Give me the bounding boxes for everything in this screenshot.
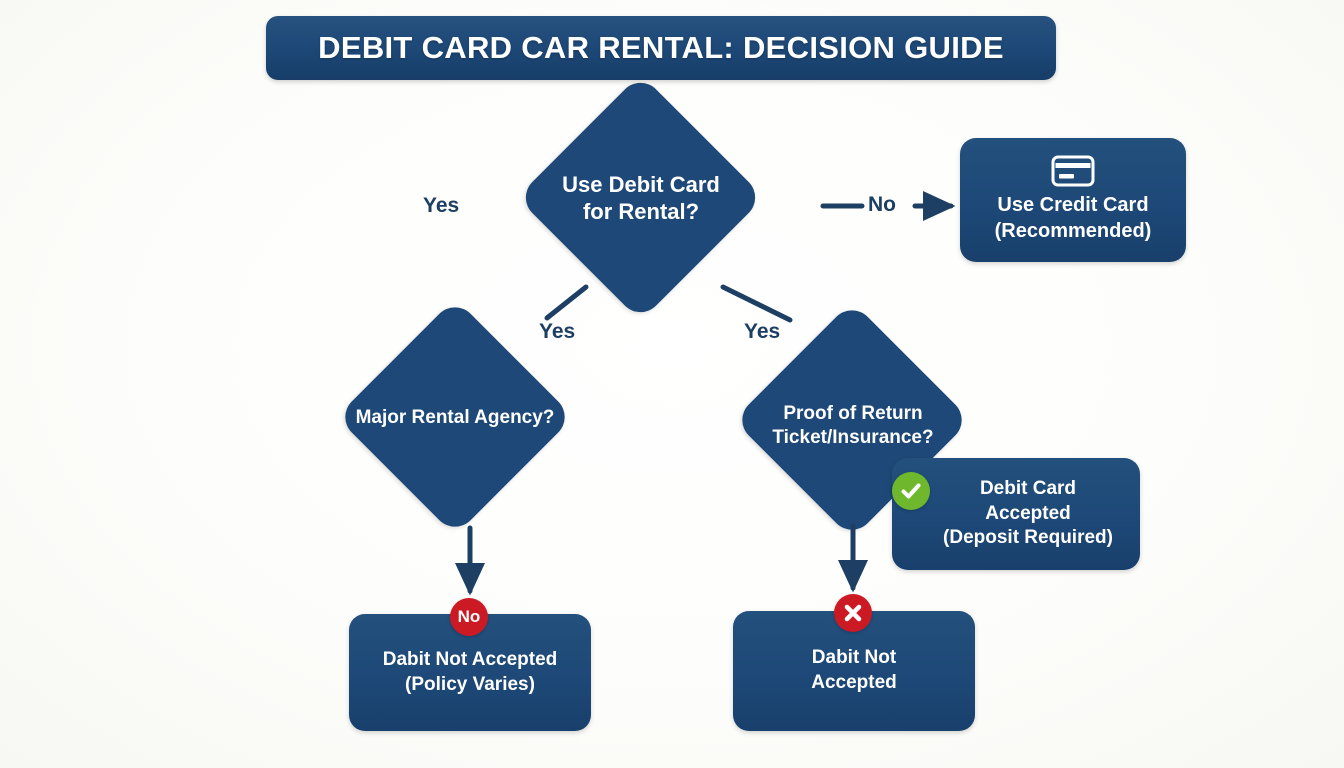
- no-circle-badge-label: No: [457, 607, 481, 626]
- result-use-credit-card[interactable]: Use Credit Card (Recommended): [960, 138, 1186, 262]
- result-use-credit-card-line-2: (Recommended): [994, 220, 1152, 242]
- result-debit-not-accepted-policy-varies-line-1: Dabit Not Accepted: [382, 648, 558, 670]
- result-debit-card-accepted-line-2: Accepted: [985, 502, 1071, 524]
- result-debit-card-accepted-line-3: (Deposit Required): [943, 527, 1113, 549]
- page-title: DEBIT CARD CAR RENTAL: DECISION GUIDE: [318, 30, 1004, 65]
- x-circle-icon: [834, 594, 872, 632]
- edge-label-no-to-credit-card: No: [868, 193, 896, 216]
- edge-label-yes-standalone: Yes: [423, 194, 460, 217]
- edge-label-yes-to-major-agency: Yes: [539, 320, 576, 343]
- edge-yes-left-diagonal: [544, 284, 589, 321]
- check-circle-icon: [892, 472, 930, 510]
- credit-card-icon: [1051, 155, 1095, 187]
- result-debit-card-accepted[interactable]: Debit Card Accepted (Deposit Required): [892, 458, 1140, 570]
- edge-label-yes-to-proof-return: Yes: [744, 320, 781, 343]
- result-debit-card-accepted-line-1: Debit Card: [979, 477, 1077, 499]
- result-debit-not-accepted-policy-varies-line-2: (Policy Varies): [405, 673, 535, 695]
- title-banner: DEBIT CARD CAR RENTAL: DECISION GUIDE: [266, 16, 1056, 80]
- no-circle-badge: No: [450, 598, 488, 636]
- edge-yes-right-diagonal: [720, 284, 793, 323]
- result-use-credit-card-line-1: Use Credit Card: [997, 194, 1149, 216]
- result-debit-not-accepted-line-2: Accepted: [811, 672, 897, 693]
- result-debit-not-accepted-line-1: Dabit Not: [811, 647, 897, 669]
- decision-use-debit-card[interactable]: [516, 73, 765, 322]
